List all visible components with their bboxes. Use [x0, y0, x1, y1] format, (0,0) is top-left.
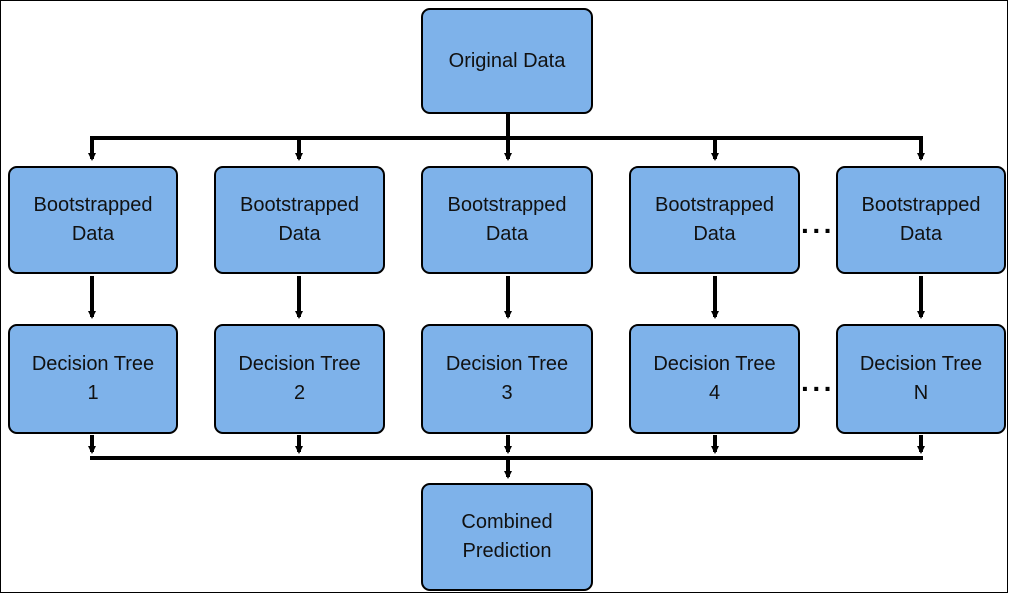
decision-tree-label: Decision Tree 1: [31, 353, 155, 404]
decision-tree-box-4: Decision Tree 4: [629, 324, 800, 434]
bootstrapped-data-label: Bootstrapped Data: [655, 194, 774, 245]
original-data-box: Original Data: [421, 8, 593, 114]
combined-prediction-label: Combined Prediction: [461, 511, 553, 562]
bootstrapped-data-box-4: Bootstrapped Data: [629, 166, 800, 274]
ellipsis-trees: ···: [801, 373, 835, 404]
decision-tree-box-5: Decision Tree N: [836, 324, 1006, 434]
original-data-label: Original Data: [448, 49, 566, 72]
decision-tree-box-1: Decision Tree 1: [8, 324, 178, 434]
decision-tree-box-3: Decision Tree 3: [421, 324, 593, 434]
decision-tree-label: Decision Tree 3: [445, 353, 569, 404]
decision-tree-label: Decision Tree 4: [653, 353, 776, 404]
decision-tree-label: Decision Tree 2: [238, 353, 361, 404]
decision-tree-box-2: Decision Tree 2: [214, 324, 385, 434]
decision-tree-label: Decision Tree N: [859, 353, 983, 404]
bootstrapped-data-box-1: Bootstrapped Data: [8, 166, 178, 274]
bootstrapped-data-label: Bootstrapped Data: [447, 194, 567, 245]
ellipsis-bootstrapped: ···: [801, 215, 835, 246]
bootstrapped-data-box-5: Bootstrapped Data: [836, 166, 1006, 274]
bootstrapped-data-label: Bootstrapped Data: [240, 194, 359, 245]
bootstrapped-data-box-2: Bootstrapped Data: [214, 166, 385, 274]
combined-prediction-box: Combined Prediction: [421, 483, 593, 591]
bootstrapped-data-box-3: Bootstrapped Data: [421, 166, 593, 274]
bootstrapped-data-label: Bootstrapped Data: [861, 194, 981, 245]
bootstrapped-data-label: Bootstrapped Data: [33, 194, 153, 245]
